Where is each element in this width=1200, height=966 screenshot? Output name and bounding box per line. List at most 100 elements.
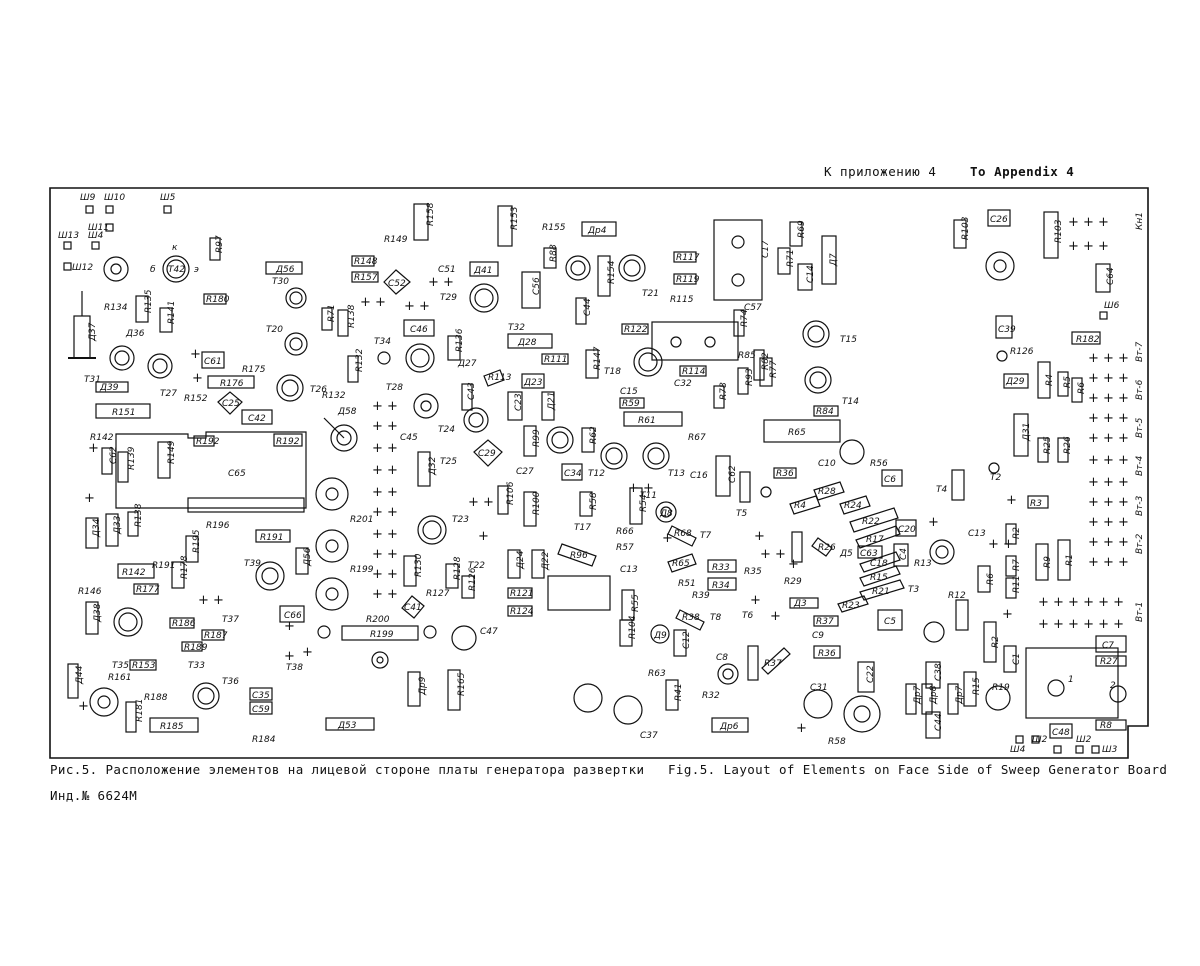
svg-text:R26: R26	[1063, 436, 1073, 454]
svg-text:R33: R33	[712, 563, 730, 573]
svg-text:+: +	[84, 491, 95, 506]
svg-text:R77: R77	[769, 360, 779, 378]
svg-text:R8: R8	[1100, 721, 1112, 731]
svg-text:R71: R71	[327, 304, 337, 322]
figure-caption-ru: Рис.5. Расположение элементов на лицевой…	[50, 762, 644, 777]
svg-text:R6: R6	[1077, 382, 1087, 394]
svg-text:Т30: Т30	[272, 277, 289, 287]
svg-text:R158: R158	[426, 202, 436, 226]
svg-text:Др4: Др4	[587, 226, 607, 236]
svg-text:R186: R186	[172, 619, 196, 629]
svg-text:Т12: Т12	[588, 469, 605, 479]
svg-text:+ +: + +	[468, 495, 494, 510]
svg-text:R37: R37	[816, 617, 834, 627]
svg-text:Д21: Д21	[547, 392, 557, 411]
svg-text:э: э	[194, 265, 199, 275]
svg-text:+: +	[750, 593, 761, 608]
svg-text:R157: R157	[354, 273, 378, 283]
svg-text:R41: R41	[674, 683, 684, 701]
appendix-ref-ru: К приложению 4	[824, 164, 936, 179]
svg-text:R28: R28	[818, 487, 836, 497]
figure-caption-en: Fig.5. Layout of Elements on Face Side o…	[668, 762, 1167, 777]
svg-text:Т33: Т33	[188, 661, 205, 671]
svg-text:R15: R15	[870, 573, 888, 583]
svg-text:С32: С32	[674, 379, 692, 389]
svg-text:R139: R139	[127, 446, 137, 470]
svg-text:R180: R180	[206, 295, 230, 305]
document-number: Инд.№ 6624М	[50, 788, 137, 803]
svg-text:+ +: + +	[372, 567, 398, 582]
svg-text:R11: R11	[1012, 575, 1022, 593]
svg-text:+ + +: + + +	[1068, 215, 1109, 230]
svg-text:С48: С48	[1052, 728, 1070, 738]
potentiometer-r201	[316, 478, 348, 510]
capacitor-c47	[452, 626, 476, 650]
svg-text:R188: R188	[144, 693, 168, 703]
svg-text:+: +	[770, 609, 781, 624]
svg-text:R184: R184	[252, 735, 276, 745]
svg-text:С8: С8	[716, 653, 728, 663]
svg-text:Т21: Т21	[642, 289, 659, 299]
svg-text:С45: С45	[400, 433, 418, 443]
svg-text:R35: R35	[744, 567, 762, 577]
svg-text:Т24: Т24	[438, 425, 455, 435]
svg-text:R36: R36	[776, 469, 794, 479]
svg-text:R136: R136	[455, 328, 465, 352]
svg-text:Т5: Т5	[736, 509, 747, 519]
svg-text:R62: R62	[589, 426, 599, 444]
svg-text:+: +	[788, 557, 799, 572]
svg-text:+ +: + +	[372, 419, 398, 434]
svg-text:R146: R146	[78, 587, 102, 597]
svg-text:+ +: + +	[372, 399, 398, 414]
transistor-t3	[930, 540, 954, 564]
svg-text:+ + +: + + +	[1088, 351, 1129, 366]
svg-text:R2: R2	[991, 636, 1001, 648]
svg-text:С38: С38	[934, 663, 944, 681]
svg-text:С44: С44	[583, 298, 593, 316]
svg-text:R200: R200	[366, 615, 390, 625]
svg-text:R63: R63	[648, 669, 666, 679]
svg-text:R32: R32	[702, 691, 720, 701]
svg-text:Д41: Д41	[473, 266, 492, 276]
svg-text:+: +	[284, 619, 295, 634]
svg-text:R88: R88	[549, 244, 559, 262]
connector-pads-left: Ш9 Ш10 Ш5 Ш11 Ш13 Ш4 Ш12	[58, 193, 176, 273]
svg-text:С34: С34	[564, 469, 582, 479]
svg-text:+ + +: + + +	[1088, 515, 1129, 530]
svg-text:Д56: Д56	[275, 265, 295, 275]
svg-text:R161: R161	[108, 673, 131, 683]
svg-text:R78: R78	[719, 382, 729, 400]
svg-text:С44: С44	[934, 713, 944, 731]
svg-text:+ + + + + +: + + + + + +	[1038, 617, 1124, 632]
svg-text:Д27: Д27	[457, 359, 477, 369]
svg-text:R147: R147	[593, 346, 603, 370]
transistor-t13	[601, 443, 627, 469]
svg-text:+: +	[78, 699, 89, 714]
svg-text:+ + +: + + +	[1088, 371, 1129, 386]
svg-text:R6: R6	[986, 573, 996, 585]
svg-text:С41: С41	[404, 603, 422, 613]
svg-text:R3: R3	[1030, 499, 1042, 509]
svg-text:Т34: Т34	[374, 337, 391, 347]
svg-text:Д38: Д38	[93, 603, 103, 623]
transistor-t28	[406, 344, 434, 372]
svg-text:+ + +: + + +	[1088, 391, 1129, 406]
svg-text:Т17: Т17	[574, 523, 591, 533]
svg-text:R115: R115	[670, 295, 694, 305]
svg-text:R111: R111	[544, 355, 567, 365]
transistor-t26	[277, 375, 303, 401]
potentiometer-r199	[316, 530, 348, 562]
svg-text:Вт-1: Вт-1	[1135, 602, 1145, 622]
svg-text:С1: С1	[1012, 653, 1022, 665]
svg-text:С62: С62	[728, 465, 738, 483]
svg-text:R192: R192	[276, 437, 300, 447]
svg-text:R199: R199	[350, 565, 374, 575]
svg-text:R103: R103	[961, 216, 971, 240]
svg-text:Д24: Д24	[516, 550, 526, 570]
svg-text:R132: R132	[355, 348, 365, 372]
svg-text:С65: С65	[228, 469, 246, 479]
svg-text:Т13: Т13	[668, 469, 685, 479]
svg-text:R96: R96	[570, 551, 588, 561]
svg-text:R130: R130	[414, 553, 424, 577]
svg-text:R178: R178	[180, 555, 190, 579]
